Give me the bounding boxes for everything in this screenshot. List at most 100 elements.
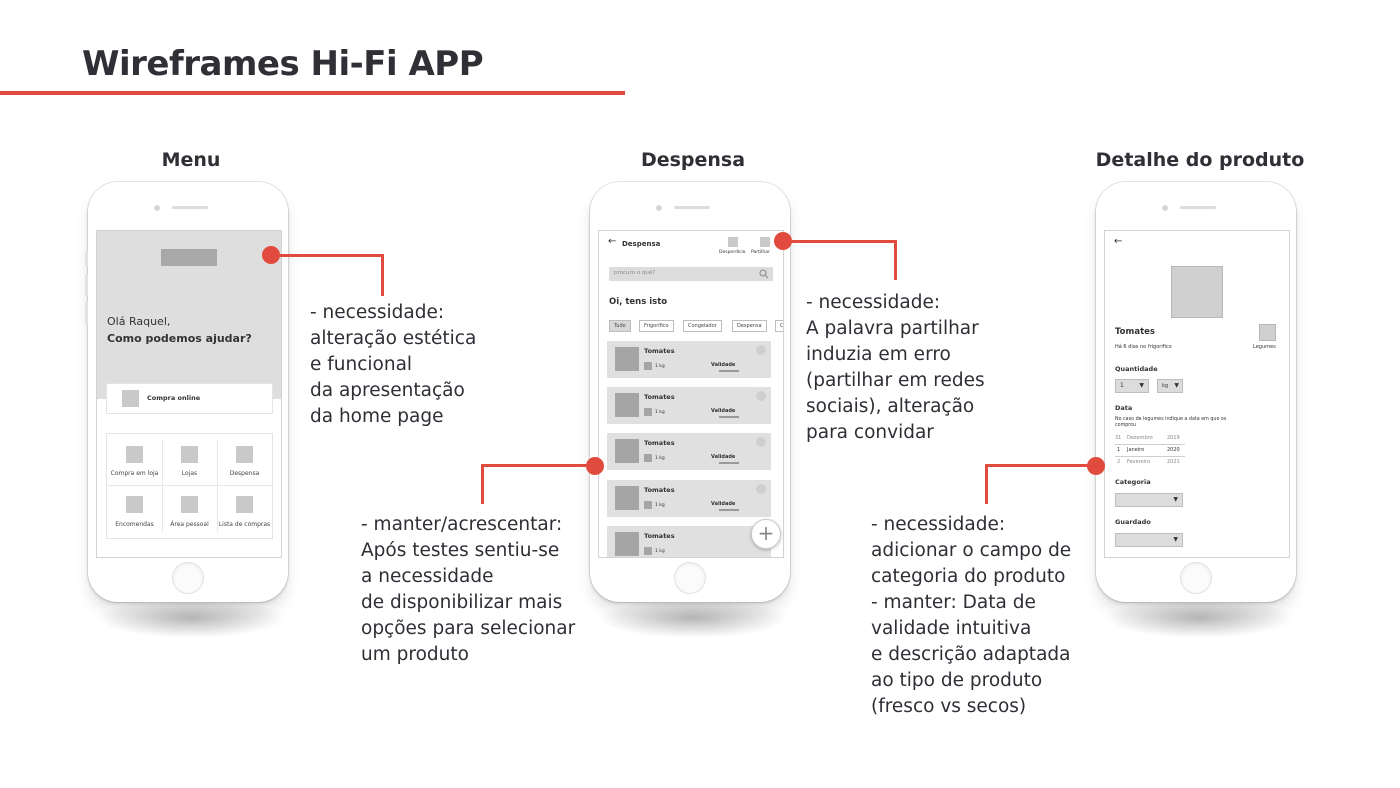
validity-bar bbox=[719, 462, 739, 464]
item-qty: 1 kg bbox=[655, 549, 665, 554]
picker-divider bbox=[1115, 444, 1185, 445]
validity-bar bbox=[719, 416, 739, 418]
picker-year: 2019 bbox=[1167, 435, 1180, 441]
stored-label: Guardado bbox=[1115, 518, 1151, 526]
picker-divider bbox=[1115, 456, 1185, 457]
grid-item-personal-area[interactable]: Área pessoal bbox=[162, 485, 217, 536]
item-name: Tomates bbox=[644, 439, 675, 447]
share-button[interactable]: Partilhar bbox=[751, 237, 781, 259]
list-icon bbox=[236, 496, 253, 513]
filter-chip-fridge[interactable]: Frigorífico bbox=[639, 320, 674, 332]
select-toggle-icon[interactable] bbox=[756, 345, 766, 355]
add-item-button[interactable]: + bbox=[751, 519, 781, 549]
filter-chip-pantry[interactable]: Despensa bbox=[732, 320, 767, 332]
grid-item-pantry[interactable]: Despensa bbox=[217, 434, 272, 485]
weight-icon bbox=[644, 454, 652, 462]
grid-label: Compra em loja bbox=[110, 470, 159, 477]
category-select[interactable]: ▼ bbox=[1115, 493, 1183, 507]
quantity-value: 1 bbox=[1120, 382, 1124, 389]
stored-select[interactable]: ▼ bbox=[1115, 533, 1183, 547]
product-thumbnail bbox=[615, 532, 639, 556]
picker-month: Janeiro bbox=[1127, 447, 1145, 453]
camera-icon bbox=[656, 205, 662, 211]
item-name: Tomates bbox=[644, 532, 675, 540]
connector-dot bbox=[586, 457, 604, 475]
waste-button[interactable]: Desperdício bbox=[719, 237, 749, 259]
pantry-screen: ← Despensa Desperdício Partilhar procuro… bbox=[598, 230, 784, 558]
chevron-down-icon: ▼ bbox=[1173, 536, 1178, 543]
grid-item-shops[interactable]: Lojas bbox=[162, 434, 217, 485]
item-qty: 1 kg bbox=[655, 364, 665, 369]
grid-label: Lojas bbox=[181, 470, 198, 477]
connector-line bbox=[783, 240, 897, 243]
back-arrow-icon[interactable]: ← bbox=[608, 236, 617, 247]
logo-placeholder bbox=[161, 249, 217, 266]
side-button bbox=[85, 274, 88, 296]
item-qty: 1 kg bbox=[655, 456, 665, 461]
home-button bbox=[674, 562, 706, 594]
grid-item-store[interactable]: Compra em loja bbox=[107, 434, 162, 485]
phone-menu: Olá Raquel, Como podemos ajudar? Compra … bbox=[85, 182, 288, 602]
item-validity: Validade bbox=[711, 362, 736, 368]
shops-icon bbox=[181, 446, 198, 463]
item-name: Tomates bbox=[644, 486, 675, 494]
select-toggle-icon[interactable] bbox=[756, 484, 766, 494]
note-despensa-top: - necessidade: A palavra partilhar induz… bbox=[806, 292, 985, 443]
phone-shadow bbox=[598, 598, 788, 638]
camera-icon bbox=[1162, 205, 1168, 211]
store-icon bbox=[126, 446, 143, 463]
date-label: Data bbox=[1115, 404, 1133, 412]
search-icon bbox=[759, 269, 769, 279]
filter-chip-all[interactable]: Tudo bbox=[609, 320, 631, 332]
pantry-list-item[interactable]: Tomates 1 kg Validade bbox=[607, 387, 771, 424]
waste-icon bbox=[728, 237, 738, 247]
heading-menu: Menu bbox=[161, 149, 221, 171]
pantry-subtitle: Oi, tens isto bbox=[609, 297, 668, 307]
speaker-grille bbox=[674, 206, 710, 209]
date-picker[interactable]: 31 Dezembro 2019 1 Janeiro 2020 2 Fevere… bbox=[1115, 433, 1185, 469]
search-bar[interactable]: procuro o quê? bbox=[609, 267, 773, 281]
grid-item-orders[interactable]: Encomendas bbox=[107, 485, 162, 536]
home-button bbox=[1180, 562, 1212, 594]
orders-icon bbox=[126, 496, 143, 513]
grid-divider bbox=[162, 440, 163, 532]
pantry-list-item[interactable]: Tomates 1 kg Validade bbox=[607, 341, 771, 378]
connector-line bbox=[985, 464, 1093, 467]
online-purchase-card[interactable]: Compra online bbox=[106, 383, 273, 414]
slide-title: Wireframes Hi-Fi APP bbox=[82, 44, 484, 84]
select-toggle-icon[interactable] bbox=[756, 391, 766, 401]
heading-despensa: Despensa bbox=[640, 149, 746, 171]
quantity-select[interactable]: 1 ▼ bbox=[1115, 379, 1149, 393]
menu-screen: Olá Raquel, Como podemos ajudar? Compra … bbox=[96, 230, 282, 558]
detail-screen: ← Tomates Há 6 dias no frigorífico Legum… bbox=[1104, 230, 1290, 558]
date-help-text: No caso de legumes indique a data em que… bbox=[1115, 417, 1227, 428]
product-thumbnail bbox=[615, 486, 639, 510]
side-button bbox=[85, 252, 88, 266]
filter-chip-freezer[interactable]: Congelador bbox=[683, 320, 722, 332]
pantry-list-item[interactable]: Tomates 1 kg Validade bbox=[607, 480, 771, 517]
picker-year: 2020 bbox=[1167, 447, 1180, 453]
product-name: Tomates bbox=[1115, 327, 1155, 337]
weight-icon bbox=[644, 362, 652, 370]
grid-divider bbox=[107, 485, 272, 486]
category-icon bbox=[1259, 324, 1276, 341]
filter-chip-more[interactable]: C bbox=[775, 320, 783, 332]
greeting-text: Olá Raquel, bbox=[107, 315, 171, 328]
chevron-down-icon: ▼ bbox=[1173, 496, 1178, 503]
grid-label: Despensa bbox=[229, 470, 260, 477]
grid-item-shopping-list[interactable]: Lista de compras bbox=[217, 485, 272, 536]
validity-bar bbox=[719, 370, 739, 372]
item-validity: Validade bbox=[711, 501, 736, 507]
picker-year: 2021 bbox=[1167, 459, 1180, 465]
product-thumbnail bbox=[615, 439, 639, 463]
camera-icon bbox=[154, 205, 160, 211]
note-detalhe: - necessidade: adicionar o campo de cate… bbox=[871, 514, 1072, 717]
grid-label: Encomendas bbox=[115, 521, 154, 528]
select-toggle-icon[interactable] bbox=[756, 437, 766, 447]
grid-label: Área pessoal bbox=[170, 521, 209, 528]
picker-month: Dezembro bbox=[1127, 435, 1153, 441]
back-arrow-icon[interactable]: ← bbox=[1114, 236, 1123, 247]
pantry-list-item[interactable]: Tomates 1 kg bbox=[607, 526, 771, 557]
unit-select[interactable]: kg ▼ bbox=[1157, 379, 1183, 393]
pantry-list-item[interactable]: Tomates 1 kg Validade bbox=[607, 433, 771, 470]
